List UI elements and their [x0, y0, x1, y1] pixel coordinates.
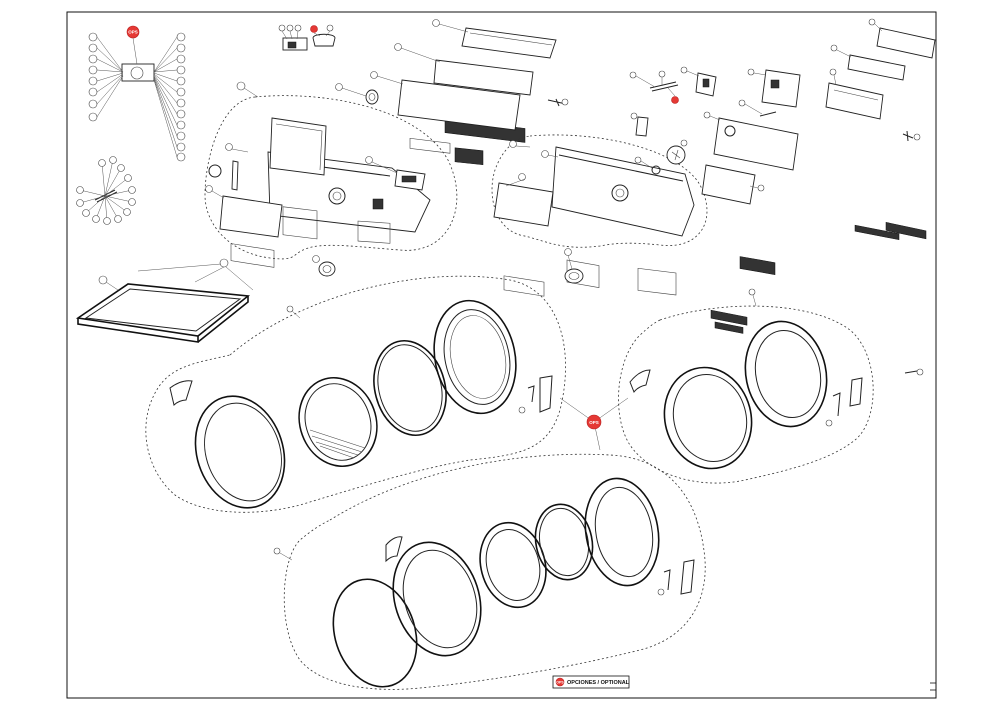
control-panel-right — [493, 140, 695, 297]
leader-line — [132, 37, 138, 65]
knob-right — [564, 248, 584, 284]
harness-right-bubbles — [176, 32, 186, 162]
optional-marker-doors: OPS — [559, 397, 629, 451]
harness-left-leaders — [96, 36, 124, 118]
legend-box — [552, 675, 630, 689]
dashed-group-control-panel-left — [204, 95, 458, 260]
harness-connector-ring — [130, 66, 144, 80]
dashed-group-control-panel-right — [491, 134, 708, 248]
drawing-frame — [66, 11, 937, 699]
dashed-group-door-left — [145, 275, 566, 513]
legend-label: OPCIONES / OPTIONAL — [567, 680, 630, 686]
control-panel-left — [205, 81, 431, 268]
dashed-group-door-bottom — [283, 453, 706, 690]
legend-badge-text: OPS — [556, 681, 564, 685]
door-bottom — [273, 477, 695, 688]
fastener-bubbles — [76, 156, 136, 225]
dashed-group-door-right — [618, 305, 874, 484]
worktop-panel — [75, 258, 254, 343]
harness-left-bubbles — [88, 32, 98, 122]
door-left — [169, 299, 553, 509]
sensor-cluster — [278, 24, 336, 51]
svg-text:OPS: OPS — [589, 420, 599, 425]
legend-badge-icon — [555, 677, 565, 687]
fastener-bundle — [76, 156, 136, 225]
harness-connector-box — [121, 63, 155, 82]
optional-badge-harness: OPS — [128, 30, 138, 35]
harness-right-leaders — [153, 36, 178, 158]
harness-group: OPS — [88, 25, 186, 162]
legend: OPS OPCIONES / OPTIONAL — [552, 675, 630, 689]
top-boards — [335, 19, 569, 166]
knob-small — [312, 255, 336, 277]
upper-right-electronics — [629, 18, 936, 334]
door-right — [629, 288, 924, 470]
